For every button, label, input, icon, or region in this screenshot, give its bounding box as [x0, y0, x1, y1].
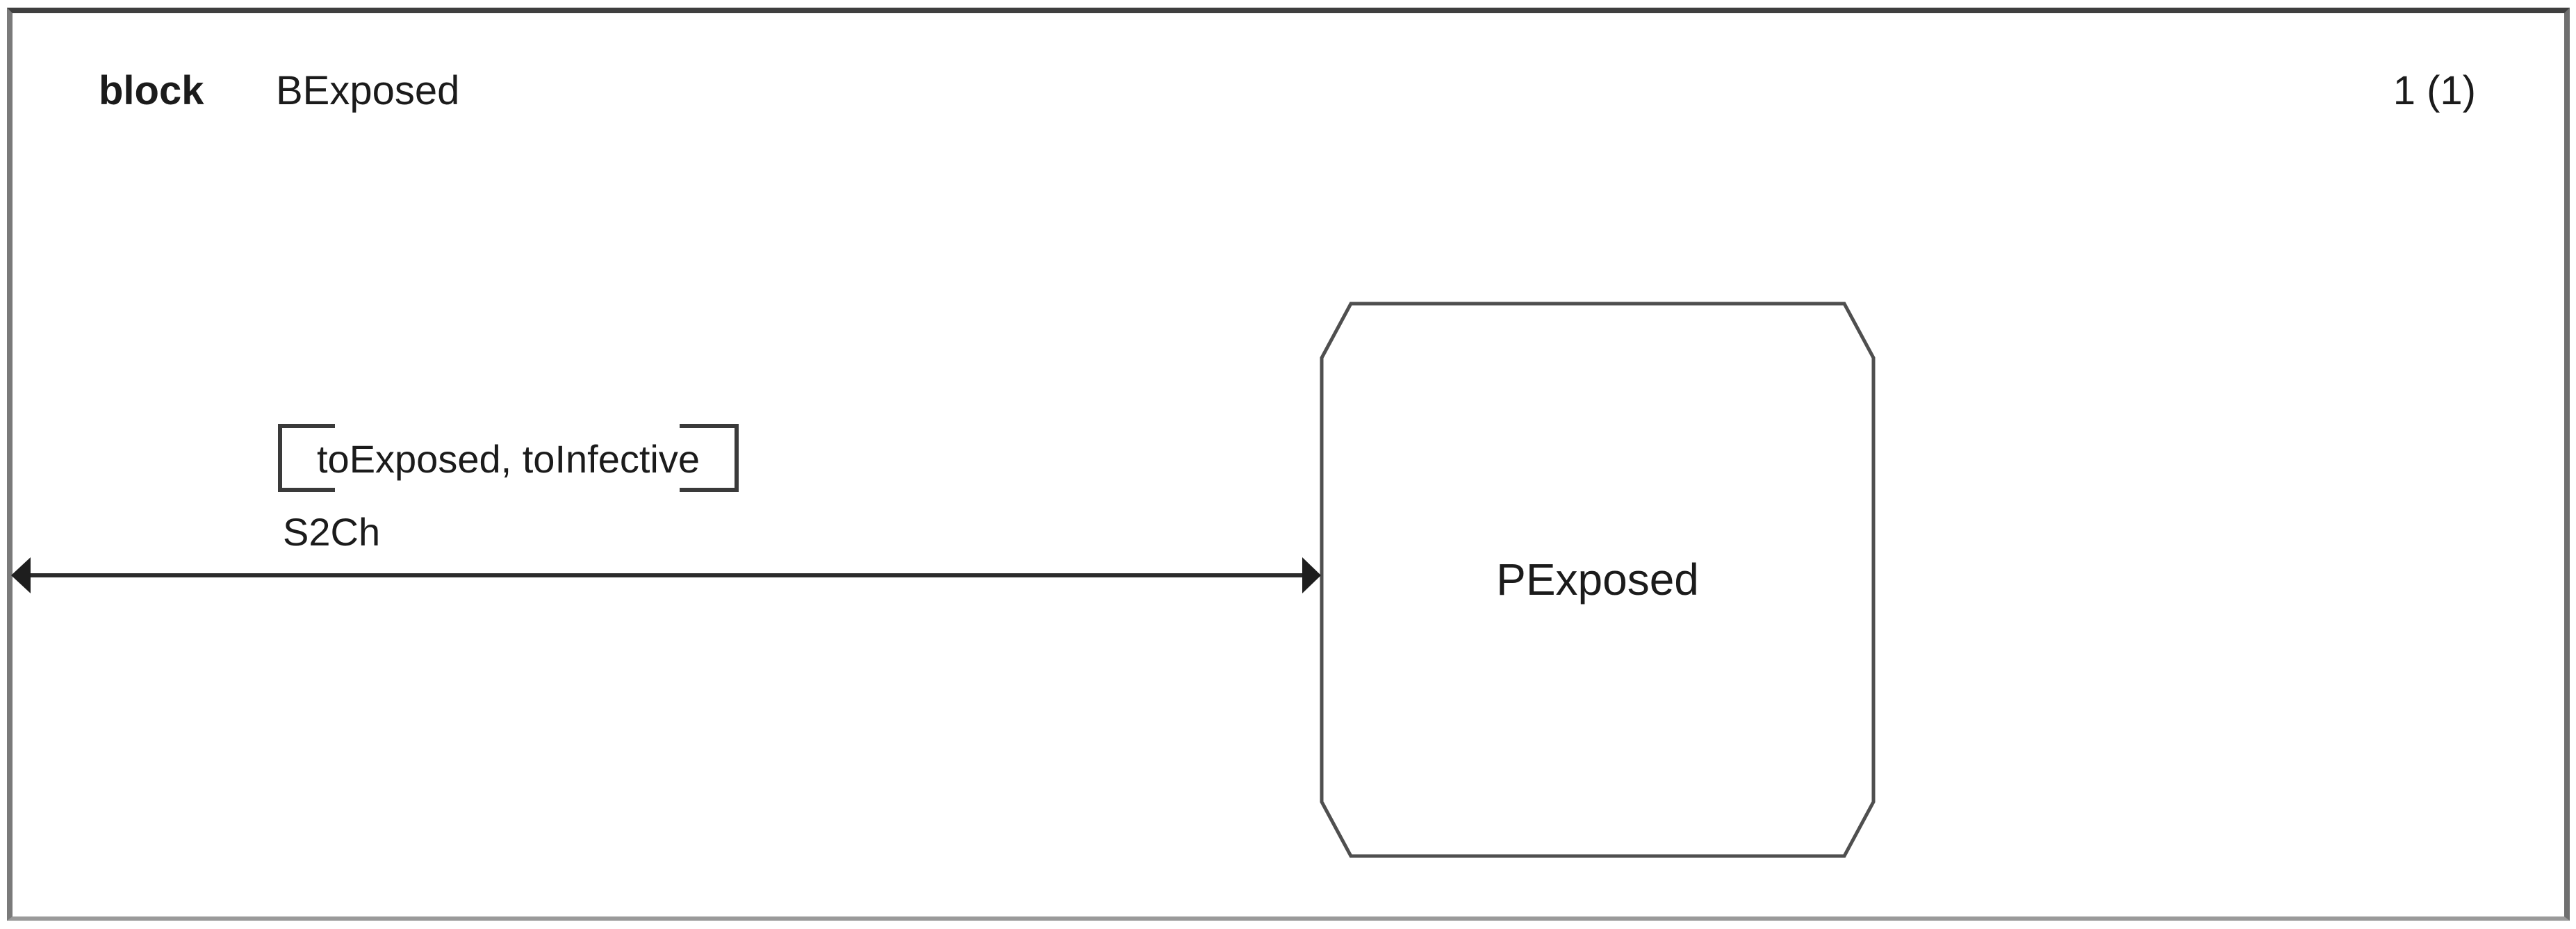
process-reference-symbol[interactable]: [1320, 302, 1876, 858]
signal-list-bracket-right-icon: [680, 424, 739, 492]
signal-list-label[interactable]: toExposed, toInfective: [316, 437, 700, 481]
block-name-label: BExposed: [276, 68, 460, 113]
page-number-label: 1 (1): [2393, 68, 2476, 113]
channel-name-label[interactable]: S2Ch: [283, 510, 381, 554]
channel-arrowhead-right-icon: [1302, 557, 1321, 593]
process-name-label[interactable]: PExposed: [1496, 554, 1699, 605]
diagram-frame: [7, 8, 2570, 921]
signal-list-bracket-left-icon: [278, 424, 335, 492]
channel-arrowhead-left-icon: [11, 557, 31, 593]
diagram-kind-label: block: [99, 68, 204, 113]
